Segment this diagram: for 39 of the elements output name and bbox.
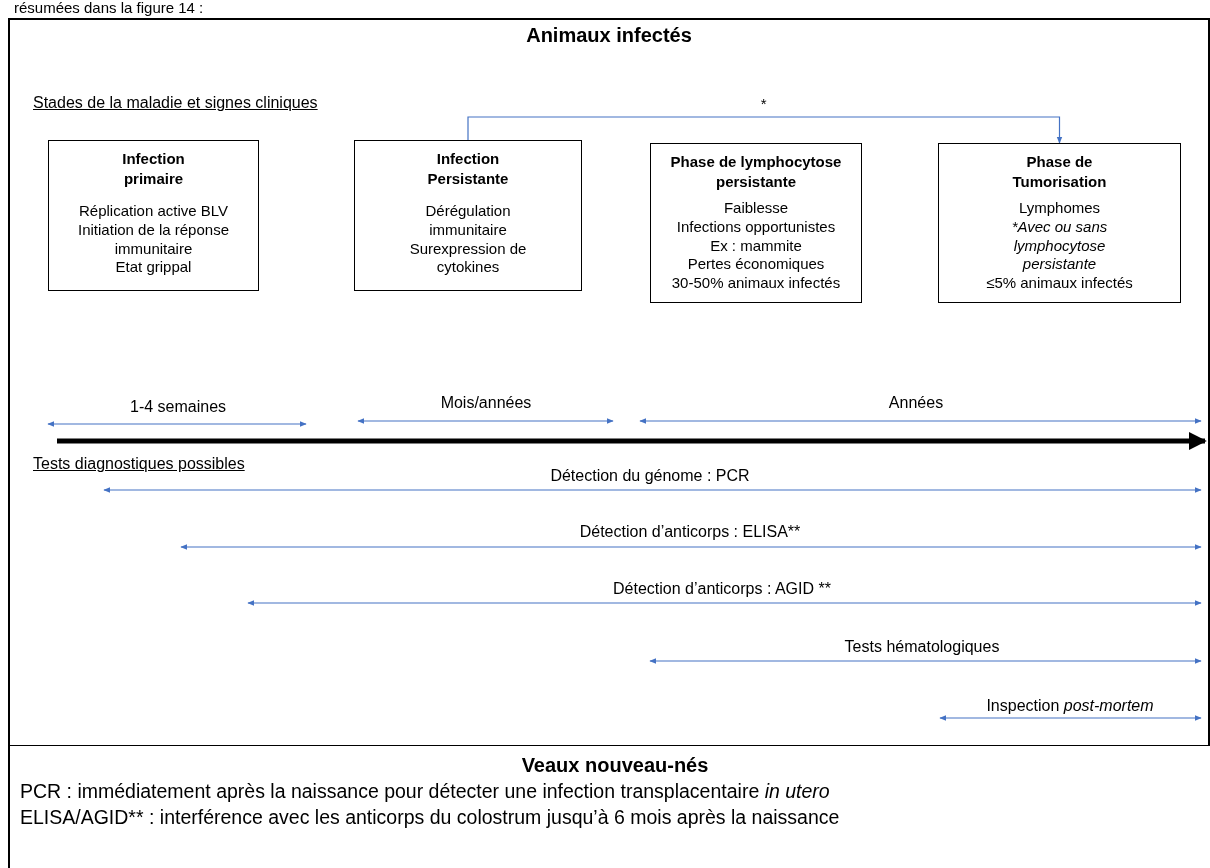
dimension-label: Années — [888, 394, 944, 412]
stage-text: Initiation de la réponse immunitaire — [77, 220, 230, 259]
dimension-label: Détection du génome : PCR — [550, 467, 750, 485]
dimension-label: Détection d’anticorps : ELISA** — [579, 523, 801, 541]
stage-box — [354, 140, 582, 291]
stage-text: Dérégulation immunitaire — [424, 202, 512, 240]
stage-title: Phase de lymphocytose persistante — [669, 152, 843, 191]
connector-arrow — [467, 116, 1063, 144]
stage-text: Etat grippal — [115, 258, 192, 277]
newborn-panel — [8, 745, 1210, 868]
note-text: PCR : immédiatement après la naissance pour détecter une infection transplacentaire in utero — [20, 779, 831, 804]
stage-title: Phase de Tumorisation — [1011, 152, 1108, 191]
stage-title: Infection Persistante — [426, 149, 510, 188]
stage-title: Infection primaire — [121, 149, 186, 188]
stage-box — [650, 143, 862, 303]
stage-text: Pertes économiques — [687, 255, 825, 274]
dimension-label: 1-4 semaines — [130, 398, 226, 416]
dimension-label: Tests hématologiques — [844, 638, 1000, 656]
stage-text: Lymphomes — [1018, 199, 1101, 218]
stage-text: Ex : mammite — [710, 236, 802, 256]
dimension-label: Inspection post-mortem — [986, 697, 1154, 715]
stage-box — [48, 140, 259, 291]
section-heading: Stades de la maladie et signes cliniques — [33, 94, 318, 112]
section-heading: Tests diagnostiques possibles — [33, 455, 245, 473]
stage-text: Faiblesse — [723, 199, 789, 218]
stage-box — [938, 143, 1181, 303]
stage-text: Infections opportunistes — [676, 217, 836, 237]
dimension-label: Détection d’anticorps : AGID ** — [613, 580, 831, 598]
stage-text: *Avec ou sans lymphocytose persistante — [1010, 217, 1109, 274]
dimension-label: Mois/années — [440, 394, 532, 412]
stage-text: ≤5% animaux infectés — [986, 274, 1133, 293]
caption-text: résumées dans la figure 14 : — [14, 0, 204, 16]
panel-heading: Veaux nouveau-nés — [521, 753, 709, 778]
note-text: ELISA/AGID** : interférence avec les anticorps du colostrum jusqu’à 6 mois après la naissance — [20, 805, 841, 831]
frame-panel — [8, 18, 1210, 745]
stage-text: Surexpression de cytokines — [408, 239, 528, 277]
stage-text: 30-50% animaux infectés — [671, 274, 841, 293]
panel-heading: Animaux infectés — [525, 24, 693, 47]
stage-text: Réplication active BLV — [79, 202, 228, 221]
